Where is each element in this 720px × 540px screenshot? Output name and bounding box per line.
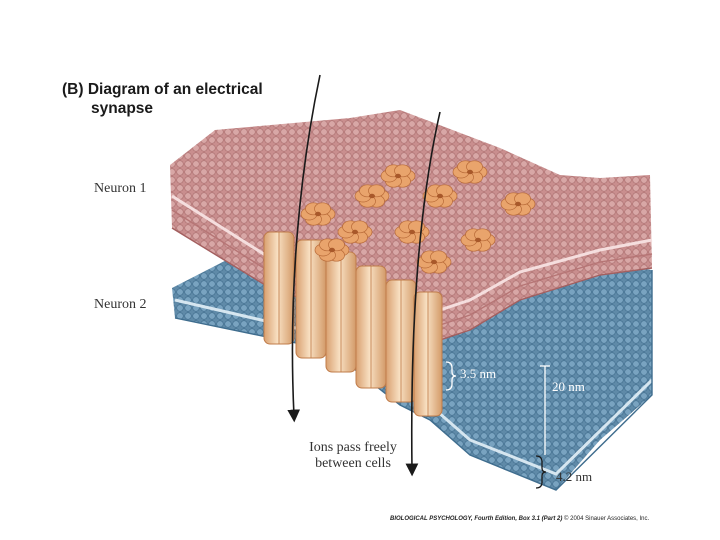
connexon-1 [263,231,295,345]
ion-arrow-2 [405,111,441,477]
width-size-label: 20 nm [552,379,585,394]
connexon-6 [413,291,443,417]
connexon-3 [325,251,357,373]
neuron2-label: Neuron 2 [94,297,147,312]
connexon-cluster [460,228,496,252]
figure-title-line1: (B) Diagram of an electrical [62,81,263,98]
credit-book: BIOLOGICAL PSYCHOLOGY, Fourth Edition, B… [390,516,563,522]
figure-title: (B) Diagram of an electrical synapse [62,80,322,118]
connexon-cluster [300,202,336,226]
gap-size-label: 3.5 nm [460,366,497,381]
ion-arrow-1 [287,74,321,423]
membrane-size-label: 4.2 nm [556,469,593,484]
connexon-cluster [394,220,430,244]
ions-label: Ions pass freely between cells [283,440,423,472]
connexon-cluster [422,184,458,208]
ions-label-line1: Ions pass freely [309,440,397,455]
connexon-channels [263,231,443,417]
ions-label-line2: between cells [315,456,391,471]
ion-flow-arrows [287,74,441,477]
connexon-cluster [500,192,536,216]
connexon-4 [355,265,387,389]
dimension-markers [445,361,550,489]
connexon-cluster [314,238,350,262]
neuron1-label: Neuron 1 [94,181,147,196]
gap-bracket [445,361,457,391]
connexon-clusters [300,160,536,274]
connexon-cluster [380,164,416,188]
connexon-cluster [416,250,452,274]
connexon-cluster [452,160,488,184]
connexon-cluster [337,220,373,244]
credit-copyright: © 2004 Sinauer Associates, Inc. [564,516,650,522]
membrane-bracket [535,455,547,489]
connexon-2 [295,239,327,359]
connexon-cluster [354,184,390,208]
figure-credit: BIOLOGICAL PSYCHOLOGY, Fourth Edition, B… [390,516,649,522]
figure-title-line2: synapse [91,100,154,117]
